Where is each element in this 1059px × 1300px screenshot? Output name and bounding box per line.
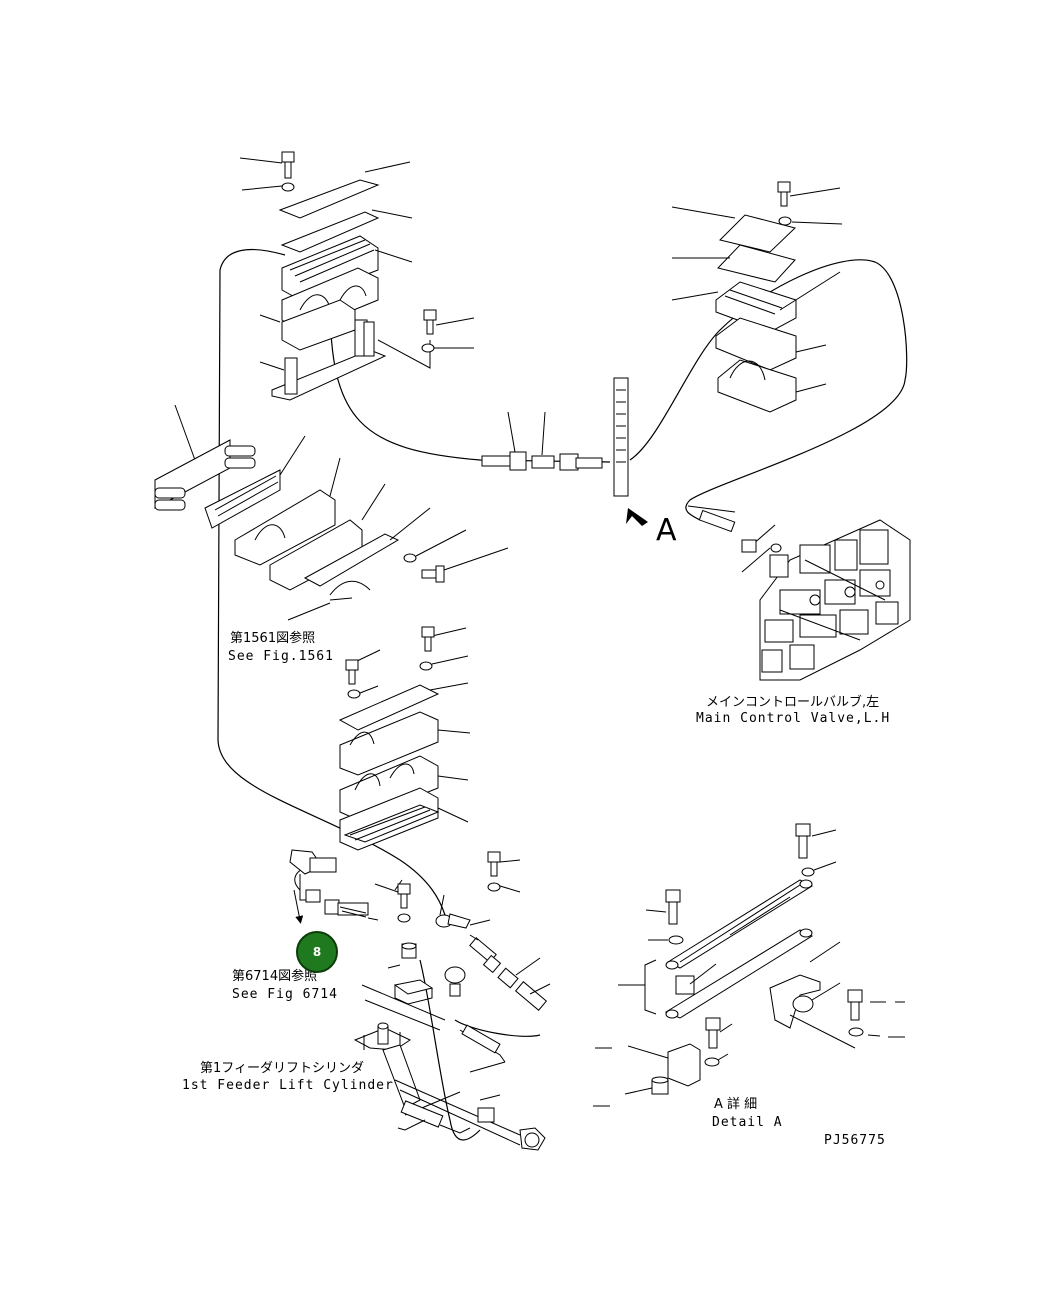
labels: 第1561図参照 See Fig.1561 メインコントロールバルブ,左 Mai…	[182, 513, 890, 1148]
center-fittings	[481, 377, 648, 526]
detail-a-jp: A 詳 細	[714, 1096, 757, 1112]
hose-lines	[217, 249, 908, 1141]
view-a-label: A	[656, 513, 677, 548]
cylinder-jp: 第1フィーダリフトシリンダ	[200, 1061, 364, 1076]
see-fig-6714-en: See Fig 6714	[232, 987, 338, 1002]
arrow-icon	[626, 508, 648, 526]
see-fig-6714-jp: 第6714図参照	[232, 968, 317, 984]
clamp-assembly-left-middle	[154, 404, 509, 621]
clamp-stack-lower-left	[338, 626, 471, 851]
see-fig-1561-jp: 第1561図参照	[230, 630, 315, 646]
detail-a-en: Detail A	[712, 1115, 783, 1130]
main-valve-en: Main Control Valve,L.H	[696, 711, 890, 726]
see-fig-1561-en: See Fig.1561	[228, 649, 334, 664]
drawing-number: PJ56775	[824, 1133, 886, 1148]
detail-a-bracket	[593, 823, 905, 1107]
callout-hotspot-8[interactable]: 8	[296, 931, 338, 973]
main-valve-jp: メインコントロールバルブ,左	[706, 694, 879, 710]
clamp-stack-top-right	[671, 181, 843, 413]
main-control-valve	[687, 505, 911, 681]
callout-number: 8	[312, 945, 322, 959]
feeder-lift-cylinder	[353, 984, 546, 1151]
cylinder-en: 1st Feeder Lift Cylinder	[182, 1078, 394, 1093]
clamp-stack-top-left	[239, 151, 475, 401]
